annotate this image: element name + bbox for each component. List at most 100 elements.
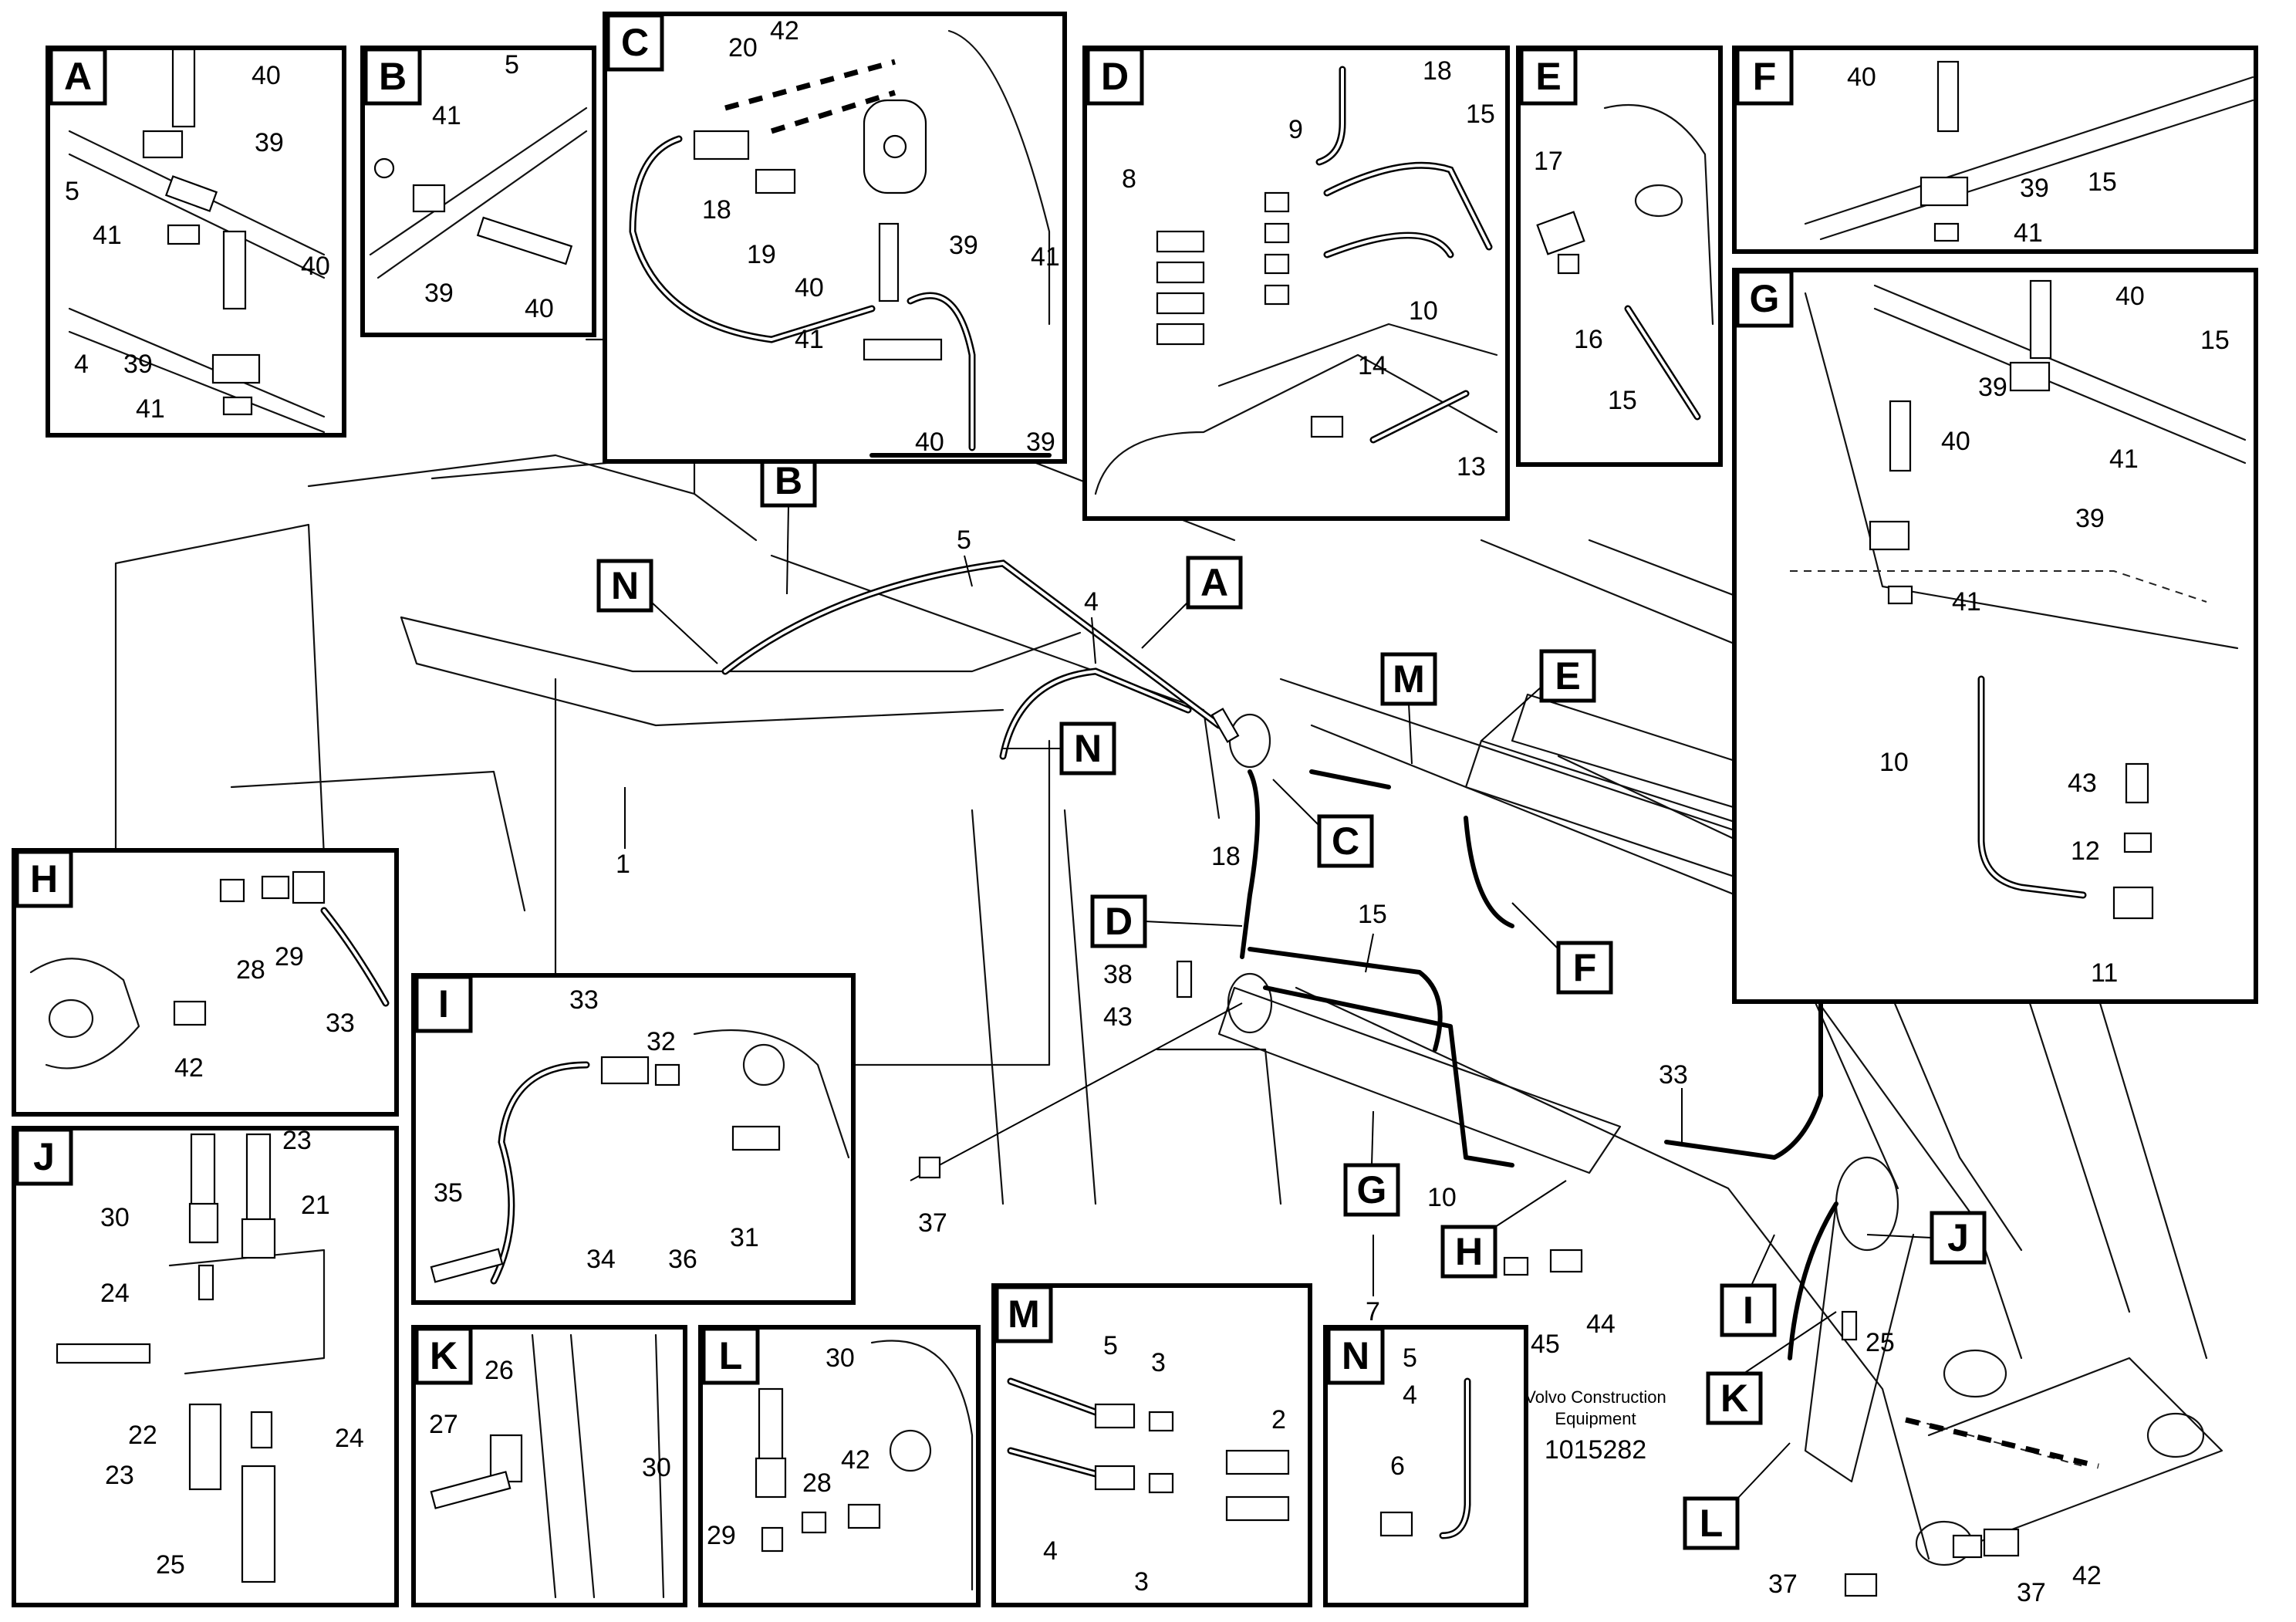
callout-B[interactable]: B	[760, 454, 817, 595]
svg-text:28: 28	[236, 955, 265, 985]
callout-K[interactable]: K	[1706, 1311, 1837, 1425]
svg-text:35: 35	[434, 1178, 463, 1208]
detail-I-letter: I	[438, 982, 449, 1026]
svg-text:41: 41	[2014, 218, 2043, 248]
svg-text:15: 15	[2088, 167, 2117, 197]
detail-K-letter: K	[430, 1334, 458, 1377]
svg-text:30: 30	[100, 1203, 130, 1232]
detail-panel-N: N 5 4 6	[1323, 1325, 1528, 1607]
main-number-7: 7	[1366, 1297, 1380, 1326]
bottom-number-37b: 37	[2017, 1578, 2046, 1607]
svg-text:41: 41	[93, 221, 122, 250]
svg-text:26: 26	[485, 1356, 514, 1385]
svg-text:27: 27	[429, 1410, 458, 1439]
svg-text:M: M	[1393, 657, 1425, 701]
callout-N-upper[interactable]: N	[596, 559, 718, 664]
callout-D[interactable]: D	[1090, 894, 1243, 948]
callout-I[interactable]: I	[1720, 1234, 1777, 1337]
svg-text:9: 9	[1288, 115, 1303, 144]
callout-J[interactable]: J	[1866, 1211, 1987, 1265]
svg-text:L: L	[1700, 1502, 1724, 1545]
svg-text:5: 5	[1403, 1343, 1417, 1373]
detail-H-letter: H	[30, 857, 58, 901]
svg-text:10: 10	[1879, 748, 1909, 777]
detail-panel-F: F 40 39 15 41	[1732, 46, 2258, 254]
svg-text:39: 39	[1978, 373, 2007, 402]
svg-text:29: 29	[707, 1521, 736, 1550]
svg-text:F: F	[1573, 946, 1597, 989]
detail-panel-J: J 23 30 21 24 22 24 23 25	[12, 1126, 399, 1607]
main-number-25: 25	[1866, 1328, 1895, 1357]
detail-E-letter: E	[1535, 55, 1561, 98]
svg-text:5: 5	[65, 177, 79, 206]
svg-text:12: 12	[2071, 836, 2100, 866]
svg-text:39: 39	[424, 279, 454, 308]
svg-text:D: D	[1105, 900, 1133, 943]
detail-J-letter: J	[33, 1135, 55, 1178]
svg-text:25: 25	[156, 1550, 185, 1580]
svg-text:40: 40	[795, 273, 824, 302]
svg-text:40: 40	[2115, 282, 2145, 311]
callout-A[interactable]: A	[1141, 556, 1243, 649]
main-number-1: 1	[616, 850, 630, 879]
svg-text:15: 15	[1608, 386, 1637, 415]
svg-text:23: 23	[282, 1126, 312, 1155]
detail-G-letter: G	[1750, 277, 1780, 320]
svg-text:40: 40	[525, 294, 554, 323]
svg-text:28: 28	[802, 1468, 832, 1498]
svg-text:42: 42	[841, 1445, 870, 1475]
detail-panel-H: H 28 29 42 33	[12, 848, 399, 1117]
svg-text:30: 30	[826, 1343, 855, 1373]
main-number-5: 5	[957, 525, 971, 555]
callout-F[interactable]: F	[1511, 902, 1613, 995]
main-part-numbers: 1 4 5 7 10 15 18 33 37 38 43 44 45 25 30	[616, 525, 1895, 1359]
svg-text:17: 17	[1534, 147, 1563, 176]
callout-H[interactable]: H	[1440, 1180, 1567, 1279]
callout-C[interactable]: C	[1272, 779, 1374, 868]
main-number-15: 15	[1358, 900, 1387, 929]
svg-text:3: 3	[1134, 1567, 1149, 1597]
svg-text:6: 6	[1390, 1451, 1405, 1481]
svg-text:24: 24	[100, 1279, 130, 1308]
svg-text:40: 40	[915, 427, 944, 457]
svg-text:5: 5	[1103, 1331, 1118, 1360]
callout-E[interactable]: E	[1481, 649, 1596, 742]
svg-text:39: 39	[2075, 504, 2105, 533]
svg-text:20: 20	[728, 33, 758, 63]
svg-text:21: 21	[301, 1191, 330, 1220]
callout-N-lower[interactable]: N	[1003, 721, 1116, 776]
detail-panel-G: G 40 15 39 40 41 39 41 10 43 12 11	[1732, 268, 2258, 1004]
detail-panel-M: M 5 3 2 4 3	[991, 1283, 1312, 1607]
detail-panel-K: K 26 27 30	[411, 1325, 687, 1607]
main-number-44: 44	[1586, 1309, 1616, 1339]
svg-text:H: H	[1455, 1230, 1483, 1273]
svg-text:31: 31	[730, 1223, 759, 1252]
bottom-parts: 37 37 42	[1768, 1528, 2102, 1607]
svg-text:N: N	[611, 564, 639, 607]
main-number-37: 37	[918, 1208, 947, 1238]
detail-A-letter: A	[64, 55, 92, 98]
svg-text:39: 39	[255, 128, 284, 157]
main-number-33: 33	[1659, 1060, 1688, 1090]
detail-panel-D: D 18 15 9 8 10 14 13	[1082, 46, 1510, 521]
svg-text:15: 15	[1466, 100, 1495, 129]
callout-M[interactable]: M	[1380, 652, 1437, 765]
main-number-18: 18	[1211, 842, 1241, 871]
callout-G[interactable]: G	[1343, 1110, 1400, 1217]
svg-text:C: C	[1332, 819, 1359, 863]
svg-text:36: 36	[668, 1245, 697, 1274]
svg-text:2: 2	[1271, 1405, 1286, 1434]
caption-line1: Volvo Construction	[1524, 1387, 1666, 1407]
bottom-number-42: 42	[2072, 1561, 2102, 1590]
detail-F-letter: F	[1753, 55, 1777, 98]
detail-panel-B: B 5 41 39 40	[360, 46, 596, 337]
svg-text:39: 39	[1026, 427, 1055, 457]
main-callouts: A B C D E F G	[596, 454, 1987, 1550]
svg-text:41: 41	[136, 394, 165, 424]
callout-L-lower[interactable]: L	[1683, 1442, 1791, 1550]
svg-text:39: 39	[949, 231, 978, 260]
detail-panel-E: E 17 16 15	[1516, 46, 1723, 467]
svg-text:40: 40	[252, 61, 281, 90]
detail-M-letter: M	[1008, 1293, 1040, 1336]
svg-text:10: 10	[1409, 296, 1438, 326]
